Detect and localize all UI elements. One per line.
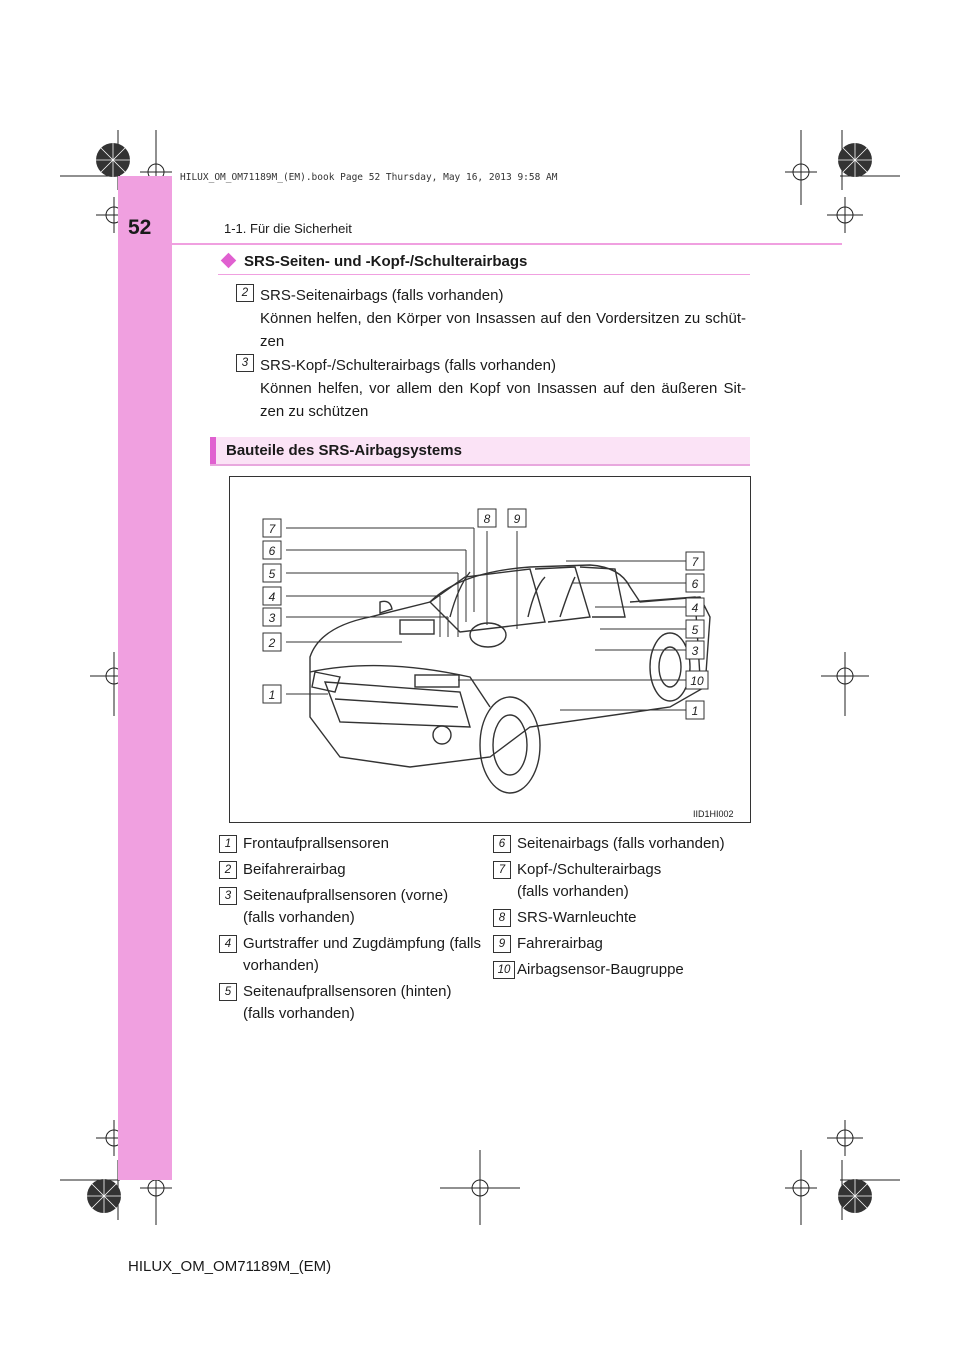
legend-item: 3 Seitenaufprallsensoren (vorne) (falls … [219, 885, 453, 929]
subsection-item-3-number: 3 [236, 353, 254, 372]
callout-4-left: 4 [263, 587, 281, 605]
legend-item: 9 Fahrerairbag [493, 933, 743, 955]
legend-left: 1 Frontaufprallsensoren 2 Beifahrerairba… [219, 833, 481, 1025]
legend-item: 6 Seitenairbags (falls vorhanden) [493, 833, 743, 855]
callout-1-right: 1 [686, 701, 704, 719]
file-stamp: HILUX_OM_OM71189M_(EM).book Page 52 Thur… [180, 172, 558, 183]
page-number: 52 [128, 216, 151, 240]
callout-7-left: 7 [263, 519, 281, 537]
legend-item: 2 Beifahrerairbag [219, 859, 481, 881]
svg-text:1: 1 [692, 704, 699, 718]
subsection-item-title: SRS-Seitenairbags (falls vorhanden) [260, 284, 746, 307]
section-underline [210, 464, 750, 466]
legend-item: 10 Airbagsensor-Baugruppe [493, 959, 743, 981]
legend-item: 5 Seitenaufprallsensoren (hinten) (falls… [219, 981, 461, 1025]
chapter-tab-bar [118, 176, 172, 1180]
callout-3-right: 3 [686, 641, 704, 659]
svg-text:2: 2 [268, 636, 276, 650]
callout-3-left: 3 [263, 608, 281, 626]
callout-1-left: 1 [263, 685, 281, 703]
svg-text:4: 4 [269, 590, 276, 604]
svg-text:6: 6 [692, 577, 699, 591]
legend-item: 7 Kopf-/Schulterairbags (falls vorhanden… [493, 859, 667, 903]
callout-2-left: 2 [263, 633, 281, 651]
svg-text:8: 8 [484, 512, 491, 526]
subsection-item-3: SRS-Kopf-/Schulterairbags (falls vorhand… [260, 354, 746, 423]
pickup-truck-illustration: 7 6 5 4 3 2 1 8 9 7 6 4 5 3 10 1 [230, 477, 750, 822]
subsection-item-2: SRS-Seitenairbags (falls vorhanden) Könn… [260, 284, 746, 353]
subsection-item-desc: Können helfen, den Körper von Insassen a… [260, 307, 746, 353]
subsection-title: SRS-Seiten- und -Kopf-/Schulterairbags [244, 253, 527, 270]
callout-10: 10 [686, 671, 708, 689]
subsection-item-desc: Können helfen, vor allem den Kopf von In… [260, 377, 746, 423]
header-rule [118, 243, 842, 245]
subsection-item-2-number: 2 [236, 283, 254, 302]
svg-text:3: 3 [692, 644, 699, 658]
legend-item: 8 SRS-Warnleuchte [493, 907, 743, 929]
section-title: Bauteile des SRS-Airbagsystems [226, 442, 462, 459]
svg-text:5: 5 [269, 567, 276, 581]
figure-id: IID1HI002 [693, 809, 734, 819]
document-code: HILUX_OM_OM71189M_(EM) [128, 1258, 331, 1275]
svg-text:9: 9 [514, 512, 521, 526]
callout-8: 8 [478, 509, 496, 527]
legend-item: 4 Gurtstraffer und Zugdämpfung (falls vo… [219, 933, 481, 977]
callout-9: 9 [508, 509, 526, 527]
svg-text:6: 6 [269, 544, 276, 558]
callout-5-left: 5 [263, 564, 281, 582]
callout-6-left: 6 [263, 541, 281, 559]
svg-text:4: 4 [692, 601, 699, 615]
svg-text:1: 1 [269, 688, 276, 702]
section-heading: Bauteile des SRS-Airbagsystems [210, 437, 750, 465]
airbag-system-diagram: 7 6 5 4 3 2 1 8 9 7 6 4 5 3 10 1 [229, 476, 751, 823]
legend-item: 1 Frontaufprallsensoren [219, 833, 481, 855]
svg-text:3: 3 [269, 611, 276, 625]
callout-4-right: 4 [686, 598, 704, 616]
callout-6-right: 6 [686, 574, 704, 592]
chapter-title: 1-1. Für die Sicherheit [224, 221, 352, 236]
svg-text:10: 10 [690, 674, 704, 688]
svg-text:5: 5 [692, 623, 699, 637]
legend-right: 6 Seitenairbags (falls vorhanden) 7 Kopf… [493, 833, 743, 981]
callout-7-right: 7 [686, 552, 704, 570]
section-accent [210, 437, 216, 465]
subsection-rule [218, 274, 750, 275]
subsection-item-title: SRS-Kopf-/Schulterairbags (falls vorhand… [260, 354, 746, 377]
callout-5-right: 5 [686, 620, 704, 638]
